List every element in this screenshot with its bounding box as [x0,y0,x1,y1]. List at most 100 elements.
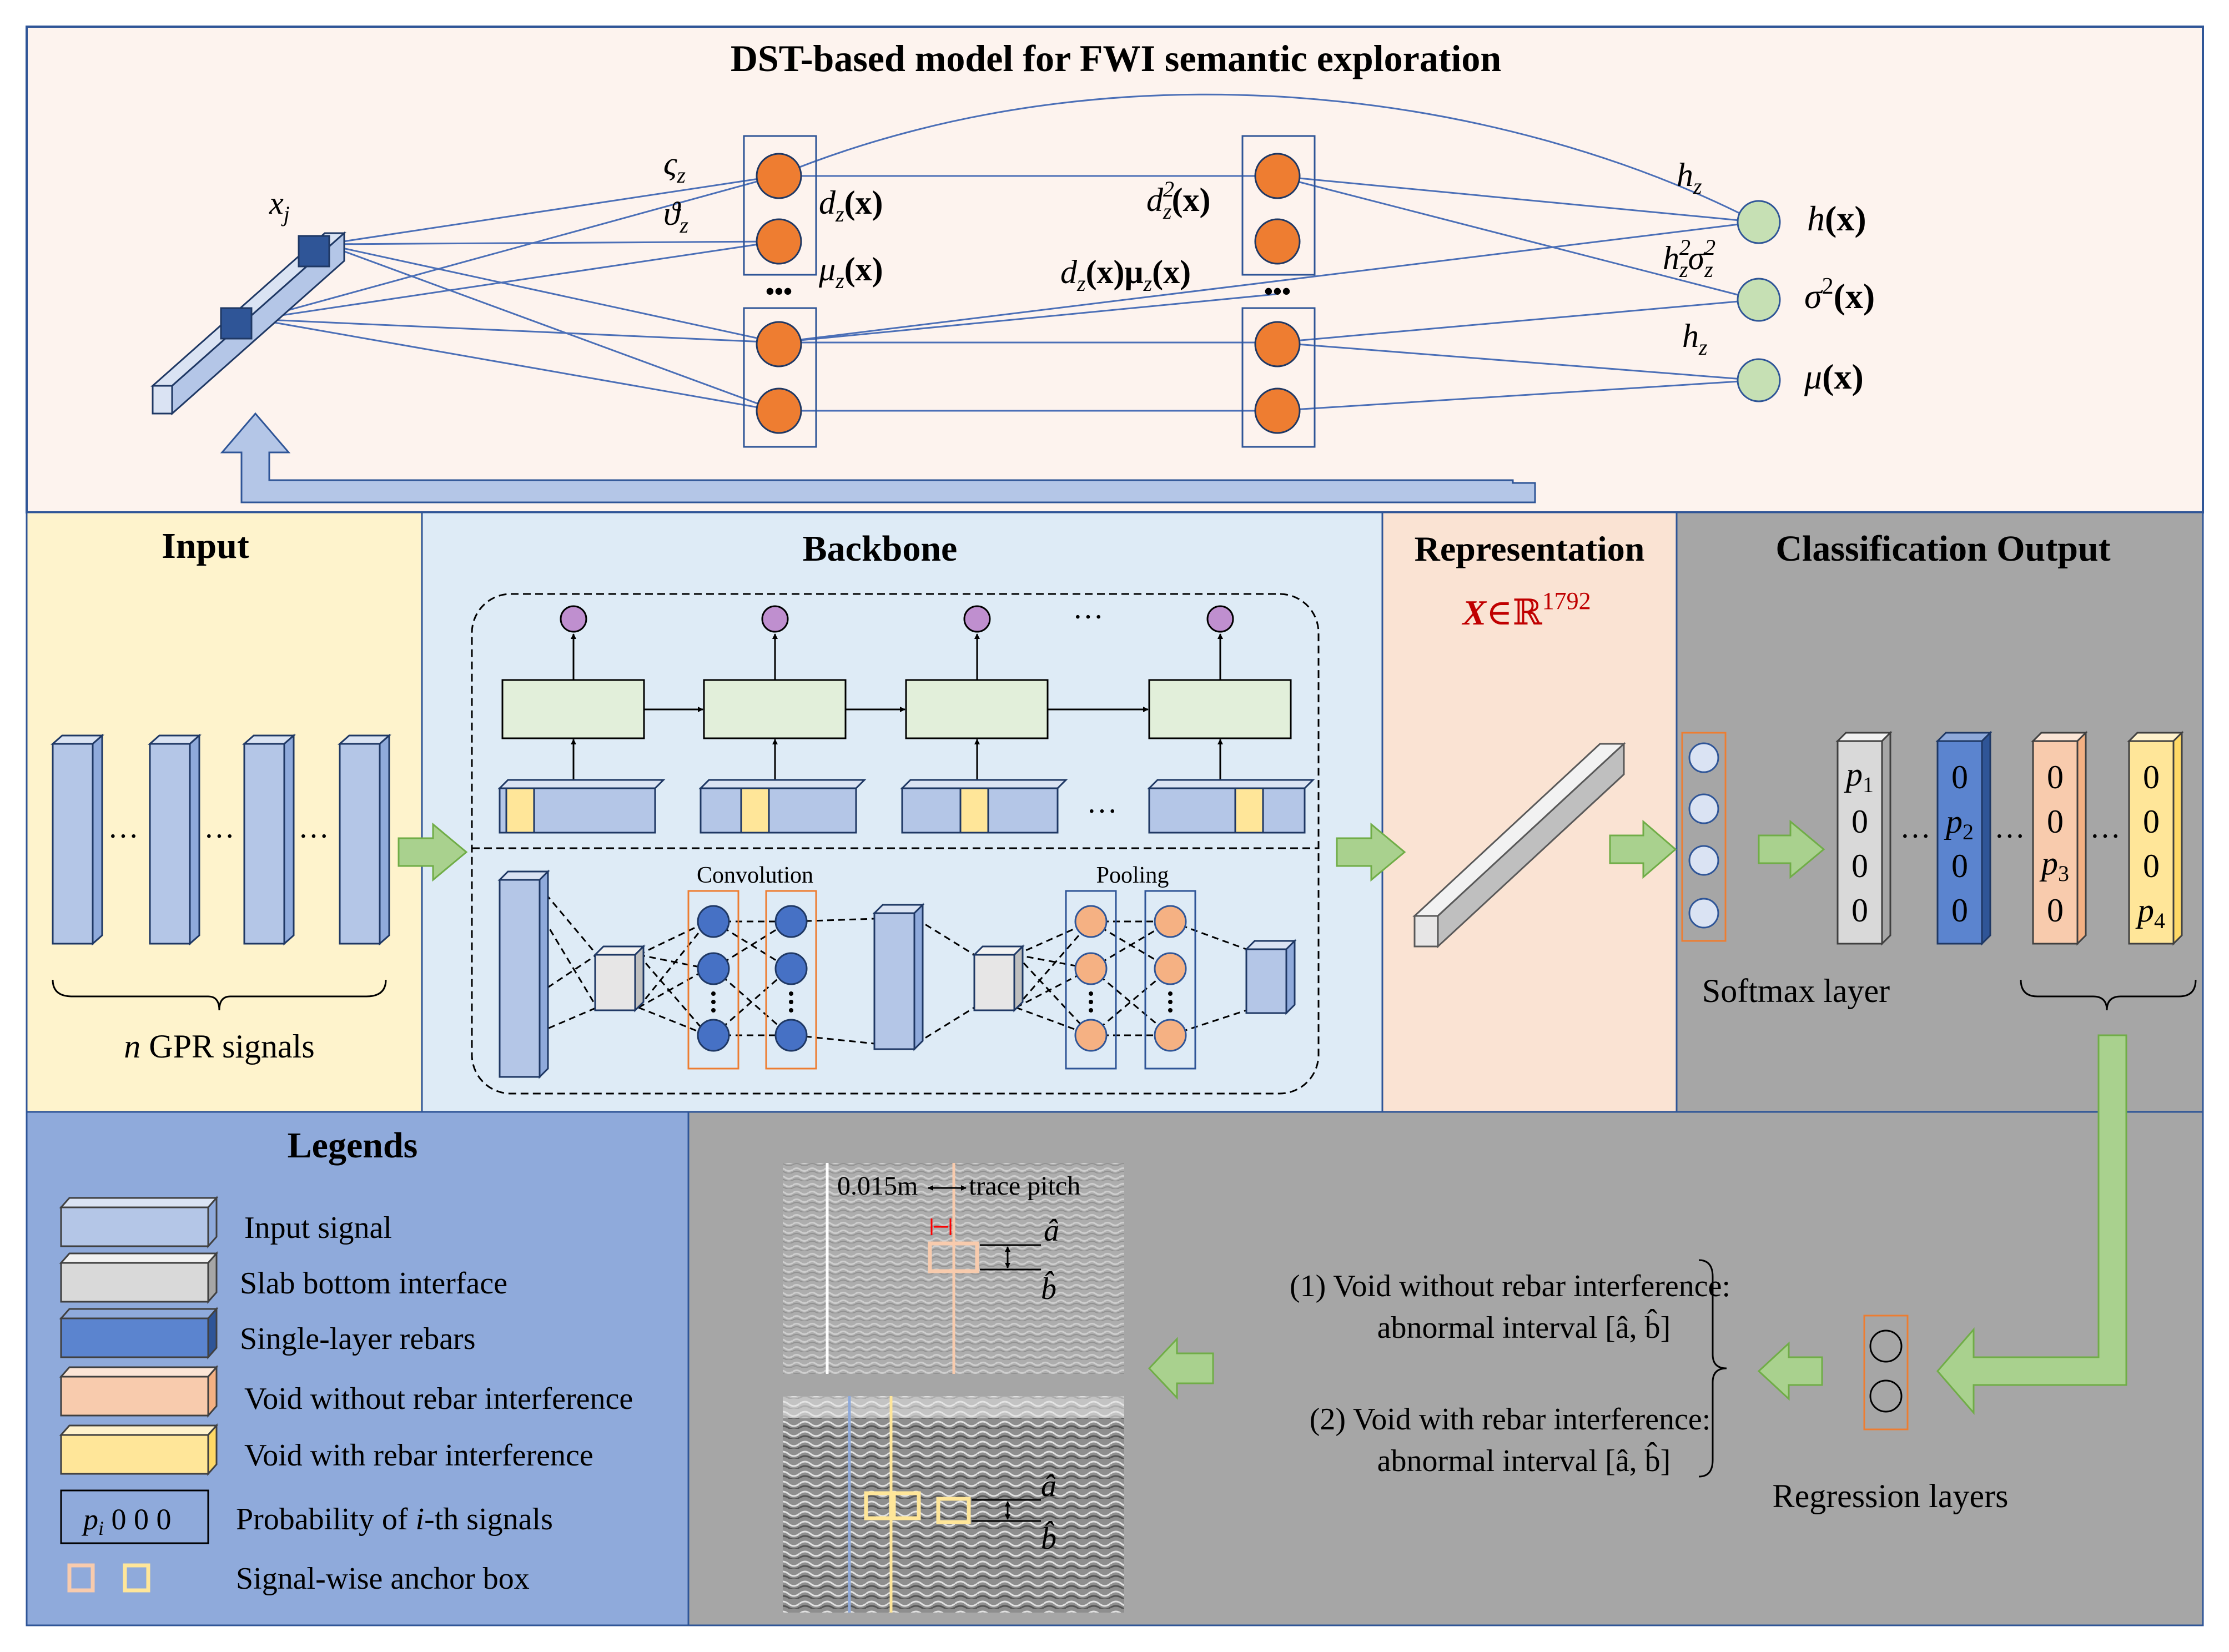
node [1254,387,1301,434]
legend-item-anchor: Signal-wise anchor box [236,1562,530,1596]
trace-label: 0.015m [837,1171,918,1201]
svg-text:p3: p3 [2039,845,2069,886]
output-mu: μ(x) [1804,357,1864,396]
node [1254,321,1301,367]
layer1-box-top [743,135,817,276]
legend-prob-box [60,1489,209,1544]
input-title: Input [162,526,249,566]
encoder-block [905,679,1049,739]
arrow-to-cases [1757,1341,1823,1401]
legend-anchor-yellow [123,1563,150,1593]
svg-text:p2: p2 [1944,803,1974,844]
prob-vector-p3: 0 0 p3 0 [2031,731,2088,946]
arrow-representation-to-softmax [1609,819,1677,879]
label-ellipsis-1: ••• [766,277,792,305]
node [756,153,802,199]
regression-node-2 [1869,1379,1903,1413]
legend-title: Legends [288,1125,418,1166]
legend-swatches [59,1196,219,1476]
label-xj: xj [269,185,290,226]
a-hat-1: â [1044,1213,1059,1248]
arrow-softmax-to-output [1758,819,1825,879]
svg-text:0: 0 [1851,803,1868,840]
gpr-image-1: 0.015m trace pitch â b̂ [783,1163,1124,1374]
svg-text:p1: p1 [1844,756,1874,797]
layer2-box-bottom [1241,307,1316,448]
case2-line2: abnormal interval [â, b̂] [1377,1442,1671,1478]
svg-text:0: 0 [1851,848,1868,884]
b-hat-1: b̂ [1041,1271,1056,1306]
top-panel-bg [26,26,2204,513]
backbone-title: Backbone [803,528,958,569]
svg-text:p4: p4 [2135,892,2165,933]
representation-vector [1412,742,1626,949]
top-title: DST-based model for FWI semantic explora… [731,37,1501,79]
input-signal-bars [51,733,391,946]
node [756,218,802,265]
prob-vector-p1: p1 0 0 0 [1835,731,1893,946]
svg-text:0: 0 [2143,759,2160,795]
prob-vector-p4: 0 0 0 p4 [2127,731,2184,946]
feedback-arrow [220,412,1536,503]
legend-item-input-signal: Input signal [244,1211,392,1245]
input-caption: n GPR signals [124,1028,314,1065]
svg-text:0: 0 [2047,759,2064,795]
label-sz: ςz [663,145,686,188]
legend-item-probability: Probability of i-th signals [236,1502,553,1537]
legend-anchor-peach [67,1563,95,1593]
label-hz-3: hz [1682,318,1708,360]
representation-panel: Representation X∈ℝ1792 [1381,511,1678,1113]
output-nodes [1737,200,1781,402]
prob-vector-p2: 0 p2 0 0 [1935,731,1992,946]
representation-dim: X∈ℝ1792 [1461,587,1591,632]
input-dots-3: ··· [298,819,329,854]
input-panel: Input ··· ··· ··· n GPR signals [26,511,423,1113]
convolution-label: Convolution [697,863,813,888]
anchor-box-peach [928,1241,979,1273]
label-dzmuz: dz(x)μz(x) [1060,254,1191,296]
encoder-dots: ··· [1073,600,1104,634]
legend-item-slab-bottom: Slab bottom interface [240,1266,507,1301]
selected-element-1 [298,235,330,268]
representation-title: Representation [1415,529,1645,568]
svg-text:0: 0 [1851,892,1868,929]
input-dots-2: ··· [204,819,235,854]
input-brace [52,979,387,1011]
encoder-blocks: ··· ··· [497,600,1315,834]
anchor-box-yellow-3 [936,1497,971,1524]
regression-node-1 [1869,1329,1903,1363]
arrow-input-to-backbone [398,822,468,882]
classification-title: Classification Output [1775,528,2110,569]
input-vector-bar [150,231,346,416]
label-dz: dz(x) [819,184,883,226]
anchor-box-yellow-1 [864,1491,893,1520]
token-dots: ··· [1086,794,1118,829]
label-muz: μz(x) [818,251,883,293]
node [1737,278,1781,322]
layer1-box-bottom [743,307,817,448]
regression-box [1863,1314,1909,1431]
node [1737,358,1781,402]
node [756,321,802,367]
legend-panel: Legends Input signal Slab bottom interfa… [26,1111,690,1626]
case1-line1: (1) Void without rebar interference: [1290,1269,1730,1303]
output-h: h(x) [1807,199,1866,238]
b-hat-2: b̂ [1041,1520,1056,1556]
legend-item-single-rebars: Single-layer rebars [240,1322,475,1356]
label-hz-1: hz [1677,157,1702,199]
regression-label: Regression layers [1773,1478,2009,1514]
svg-text:0: 0 [2047,803,2064,840]
layer2-box-top [1241,135,1316,276]
orange-nodes [756,153,1301,434]
selected-element-2 [220,307,253,340]
node [756,387,802,434]
cnn-diagram: Convolution Pooling [497,863,1297,1079]
output-sigma2: σ2(x) [1804,274,1875,316]
class-dots-1: ··· [1900,819,1931,854]
node [1254,218,1301,265]
arrow-to-images [1148,1337,1214,1400]
legend-item-void-with: Void with rebar interference [244,1438,593,1473]
pooling-label: Pooling [1096,863,1169,888]
